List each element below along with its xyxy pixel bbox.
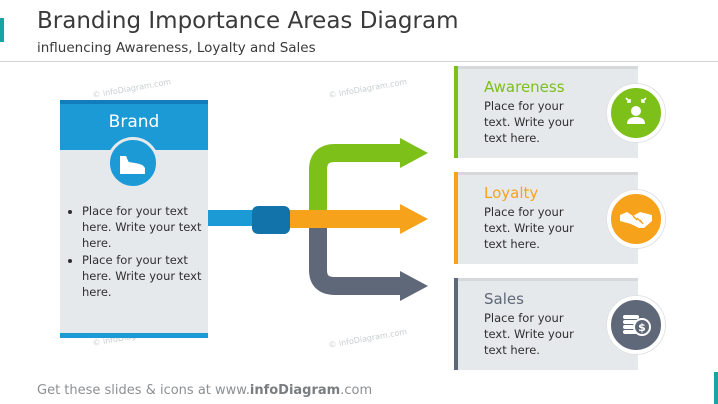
panel-top-cap <box>454 278 638 281</box>
sales-accent-bar <box>454 278 458 370</box>
footer-prefix: Get these slides & icons at www. <box>37 383 250 398</box>
awareness-title: Awareness <box>484 78 565 96</box>
awareness-accent-bar <box>454 66 458 158</box>
slide-edge-marker <box>0 18 4 42</box>
panel-top-cap <box>454 66 638 69</box>
sales-title: Sales <box>484 290 524 308</box>
loyalty-title: Loyalty <box>484 184 539 202</box>
loyalty-accent-bar <box>454 172 458 264</box>
loyalty-arrowhead <box>400 204 428 234</box>
loyalty-text: Place for your text. Write your text her… <box>484 205 574 251</box>
panel-top-cap <box>454 172 638 175</box>
loyalty-icon-circle <box>607 190 665 248</box>
awareness-arrow <box>309 144 402 210</box>
svg-text:$: $ <box>638 321 646 334</box>
brand-card: Brand Place for your text here. Write yo… <box>60 100 208 338</box>
page-title: Branding Importance Areas Diagram <box>37 8 459 34</box>
awareness-icon-circle <box>607 84 665 142</box>
sales-arrow <box>309 222 402 295</box>
sneaker-icon <box>120 156 145 174</box>
awareness-arrowhead <box>400 138 428 168</box>
coins-dollar-icon: $ <box>623 315 651 336</box>
brand-bullet: Place for your text here. Write your tex… <box>82 203 218 251</box>
connector-knot <box>252 206 290 234</box>
footer-credit: Get these slides & icons at www.infoDiag… <box>37 383 372 398</box>
brand-bullet: Place for your text here. Write your tex… <box>82 252 218 300</box>
footer-brand: infoDiagram <box>249 383 341 398</box>
brand-title: Brand <box>108 112 160 132</box>
awareness-text: Place for your text. Write your text her… <box>484 99 574 145</box>
sales-arrowhead <box>400 271 428 301</box>
slide-edge-marker-right <box>714 372 718 404</box>
brand-icon-circle <box>107 137 159 189</box>
person-target-icon <box>625 97 647 124</box>
brand-bottom-bar <box>60 333 208 338</box>
sales-text: Place for your text. Write your text her… <box>484 311 574 357</box>
footer-suffix: .com <box>340 383 373 398</box>
sales-icon-circle: $ <box>607 296 665 354</box>
handshake-icon <box>620 212 652 228</box>
loyalty-arrow <box>280 210 404 228</box>
title-divider <box>0 61 718 62</box>
page-subtitle: influencing Awareness, Loyalty and Sales <box>37 40 316 56</box>
brand-bullet-list: Place for your text here. Write your tex… <box>68 203 218 301</box>
